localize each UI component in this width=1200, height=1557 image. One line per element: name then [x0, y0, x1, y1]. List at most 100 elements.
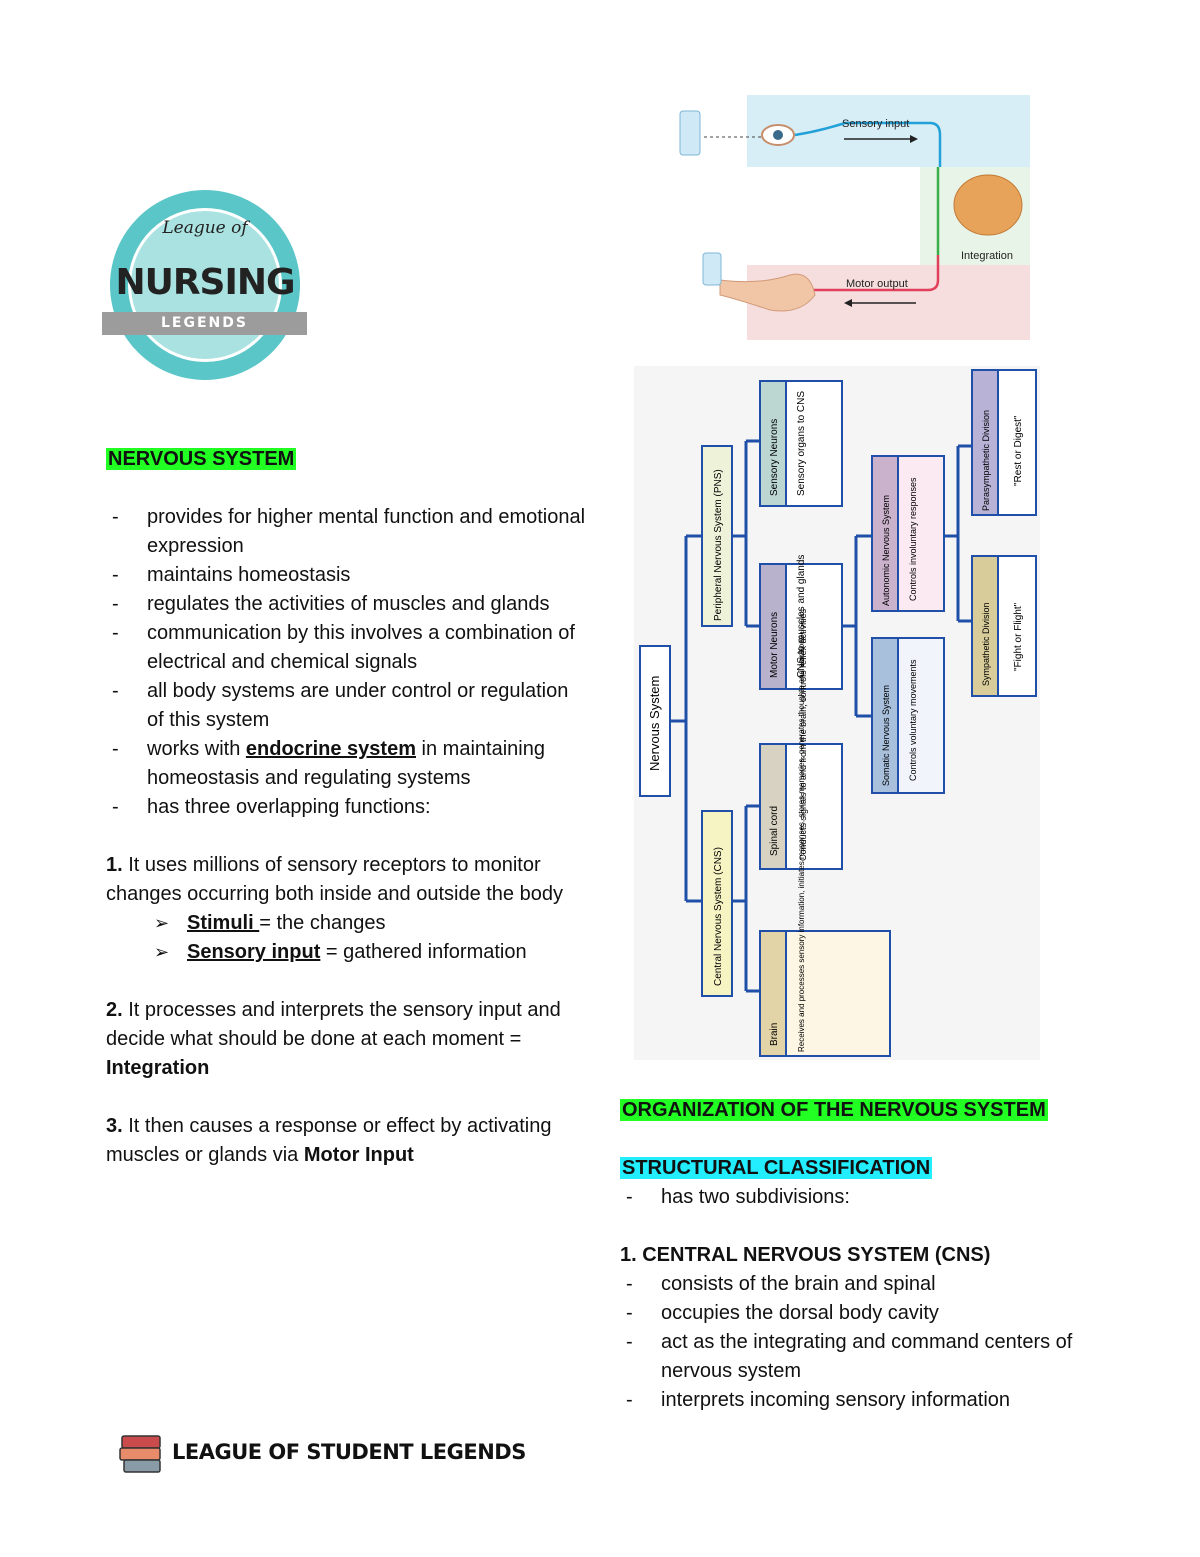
nervous-system-heading: NERVOUS SYSTEM — [106, 448, 297, 470]
nervous-system-label: Nervous System — [647, 676, 662, 771]
list-item: has two subdivisions: — [620, 1183, 1080, 1212]
endocrine-link: endocrine system — [245, 738, 416, 760]
somatic-desc-box — [897, 637, 945, 794]
brain-desc-box — [785, 930, 891, 1057]
list-item: act as the integrating and command cente… — [620, 1328, 1080, 1386]
integration-term: Integration — [106, 1057, 210, 1079]
sensory-neurons-desc: Sensory organs to CNS — [796, 391, 807, 496]
list-item: ➢ Stimuli = the changes — [154, 909, 586, 938]
autonomic-title-box — [871, 455, 899, 612]
stimuli-def: = the changes — [259, 912, 386, 934]
brain-icon — [953, 174, 1023, 236]
function-1-subitems: ➢ Stimuli = the changes ➢ Sensory input = … — [106, 909, 586, 967]
function-2-number: 2. — [106, 999, 123, 1021]
motor-arrowhead — [844, 299, 852, 307]
arm-icon — [719, 273, 816, 312]
brain-title-box — [759, 930, 787, 1057]
sensory-band — [747, 95, 1030, 167]
list-item: consists of the brain and spinal — [620, 1270, 1080, 1299]
nervous-system-bullets: provides for higher mental function and … — [106, 503, 586, 822]
spinal-cord-desc: Conducts signals to and from the brain, … — [798, 608, 808, 861]
function-3-number: 3. — [106, 1115, 123, 1137]
sympathetic-desc-box — [997, 555, 1037, 697]
parasympathetic-title: Parasympathetic Division — [981, 410, 991, 511]
sensory-input-label: Sensory input — [842, 118, 909, 130]
water-glass-icon — [679, 110, 701, 156]
parasympathetic-desc-box — [997, 369, 1037, 516]
endocrine-post: in maintaining homeostasis and regulatin… — [147, 738, 545, 789]
motor-output-label: Motor output — [846, 278, 908, 290]
somatic-title: Somatic Nervous System — [881, 685, 891, 786]
integration-label: Integration — [961, 250, 1013, 262]
somatic-desc: Controls voluntary movements — [908, 659, 918, 781]
motor-path — [805, 255, 940, 292]
spinal-cord-title: Spinal cord — [769, 806, 780, 856]
cns-box — [701, 810, 733, 997]
parasympathetic-desc: "Rest or Digest" — [1013, 415, 1024, 486]
list-item: all body systems are under control or re… — [106, 677, 586, 735]
sympathetic-title: Sympathetic Division — [981, 602, 991, 686]
motor-neurons-title: Motor Neurons — [769, 612, 780, 678]
held-glass-icon — [702, 252, 722, 286]
stimuli-term: Stimuli — [187, 912, 260, 934]
sensory-input-term: Sensory input — [187, 941, 321, 963]
list-item: occupies the dorsal body cavity — [620, 1299, 1080, 1328]
list-item: regulates the activities of muscles and … — [106, 590, 586, 619]
arrow-bullet-icon: ➢ — [154, 942, 170, 962]
endocrine-pre: works with — [147, 738, 246, 760]
brain-title: Brain — [769, 1023, 780, 1046]
spinal-cord-desc-box — [785, 743, 843, 870]
pns-label: Peripheral Nervous System (PNS) — [713, 469, 724, 621]
parasympathetic-title-box — [971, 369, 999, 516]
function-2: 2. It processes and interprets the senso… — [106, 996, 586, 1083]
sensory-path — [794, 121, 942, 167]
function-1: 1. It uses millions of sensory receptors… — [106, 851, 586, 909]
cns-bullets: consists of the brain and spinal occupie… — [620, 1270, 1080, 1415]
function-3: 3. It then causes a response or effect b… — [106, 1112, 586, 1170]
function-1-text: It uses millions of sensory receptors to… — [106, 854, 563, 905]
structural-bullets: has two subdivisions: — [620, 1183, 1080, 1212]
list-item: communication by this involves a combina… — [106, 619, 586, 677]
structural-classification-heading: STRUCTURAL CLASSIFICATION — [620, 1157, 933, 1179]
sensory-input-def: = gathered information — [320, 941, 527, 963]
list-item: provides for higher mental function and … — [106, 503, 586, 561]
autonomic-title: Autonomic Nervous System — [881, 495, 891, 606]
motor-neurons-desc-box — [785, 563, 843, 690]
list-item: has three overlapping functions: — [106, 793, 586, 822]
book-stack-icon — [119, 1435, 161, 1473]
logo-script-text: League of — [162, 218, 248, 238]
logo-band-text: LEGENDS — [102, 312, 307, 335]
autonomic-desc: Controls involuntary responses — [908, 477, 918, 601]
list-item: ➢ Sensory input = gathered information — [154, 938, 586, 967]
footer-brand-text: LEAGUE OF STUDENT LEGENDS — [172, 1440, 526, 1464]
motor-neurons-desc: CNS to muscles and glands — [796, 555, 807, 678]
autonomic-desc-box — [897, 455, 945, 612]
function-3-text: It then causes a response or effect by a… — [106, 1115, 552, 1166]
left-column: NERVOUS SYSTEM provides for higher menta… — [106, 445, 586, 1170]
sensory-neurons-title: Sensory Neurons — [769, 419, 780, 496]
motor-input-term: Motor Input — [303, 1144, 414, 1166]
right-column: ORGANIZATION OF THE NERVOUS SYSTEM STRUC… — [620, 1096, 1080, 1415]
list-item: works with endocrine system in maintaini… — [106, 735, 586, 793]
nervous-system-flowchart: Nervous System Peripheral Nervous System… — [634, 366, 1040, 1060]
cns-heading: 1. CENTRAL NERVOUS SYSTEM (CNS) — [620, 1244, 991, 1266]
logo-main-text: NURSING — [115, 262, 295, 303]
brain-desc: Receives and processes sensory informati… — [797, 635, 806, 1052]
somatic-title-box — [871, 637, 899, 794]
function-2-text: It processes and interprets the sensory … — [106, 999, 561, 1050]
arrow-bullet-icon: ➢ — [154, 913, 170, 933]
nervous-system-box — [639, 645, 671, 797]
logo-inner-disc — [128, 208, 282, 362]
sympathetic-desc: "Fight or Flight" — [1013, 602, 1024, 671]
eye-pupil — [773, 130, 783, 140]
sensory-neurons-title-box — [759, 380, 787, 507]
pns-box — [701, 445, 733, 627]
organization-heading: ORGANIZATION OF THE NERVOUS SYSTEM — [620, 1099, 1048, 1121]
list-item: maintains homeostasis — [106, 561, 586, 590]
sympathetic-title-box — [971, 555, 999, 697]
sensory-neurons-desc-box — [785, 380, 843, 507]
function-1-number: 1. — [106, 854, 123, 876]
list-item: interprets incoming sensory information — [620, 1386, 1080, 1415]
flowchart-connectors — [670, 439, 972, 993]
sensory-arrowhead — [910, 135, 918, 143]
